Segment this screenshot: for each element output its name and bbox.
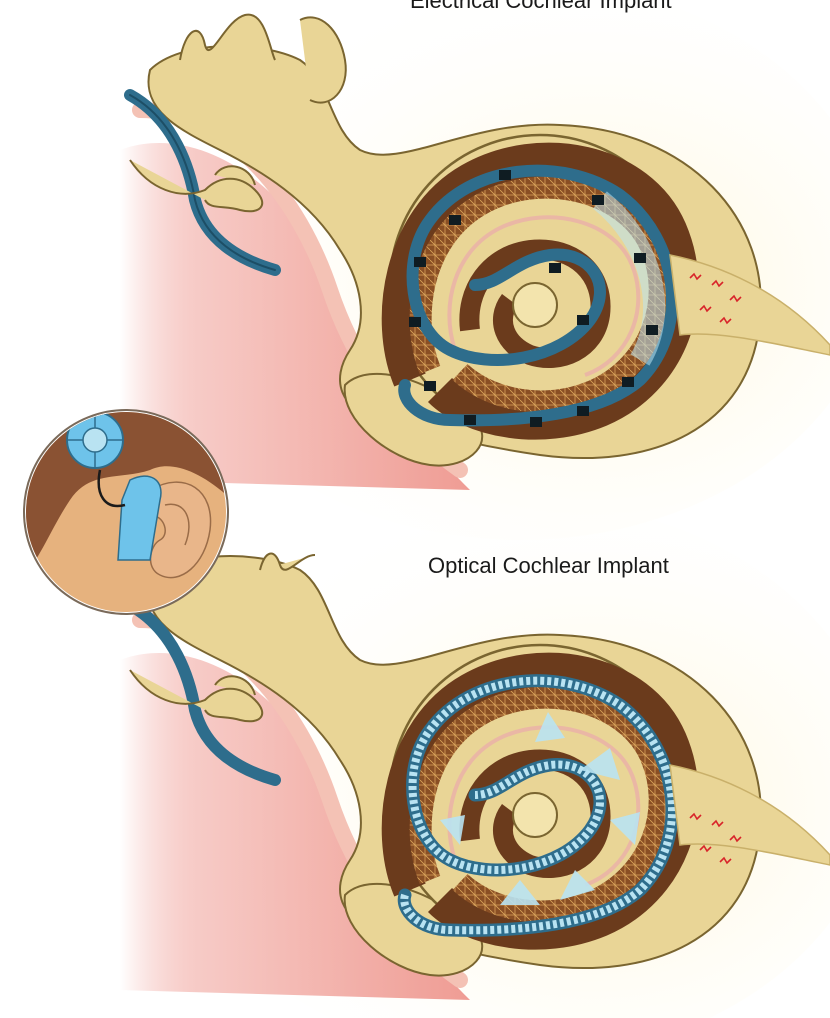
- electrode-contact: [592, 195, 604, 205]
- top-panel-title: Electrical Cochlear Implant: [410, 0, 672, 13]
- electrode-contact: [424, 381, 436, 391]
- electrode-contact: [409, 317, 421, 327]
- electrode-contact: [549, 263, 561, 273]
- electrode-contact: [646, 325, 658, 335]
- electrode-contact: [464, 415, 476, 425]
- electrode-contact: [530, 417, 542, 427]
- electrode-contact: [577, 406, 589, 416]
- bottom-cochlea-apex: [513, 793, 557, 837]
- electrode-contact: [449, 215, 461, 225]
- electrode-contact: [414, 257, 426, 267]
- electrode-contact: [634, 253, 646, 263]
- electrode-contact: [499, 170, 511, 180]
- bottom-panel-title: Optical Cochlear Implant: [428, 553, 669, 578]
- top-cochlea-apex: [513, 283, 557, 327]
- electrode-contact: [577, 315, 589, 325]
- electrode-contact: [622, 377, 634, 387]
